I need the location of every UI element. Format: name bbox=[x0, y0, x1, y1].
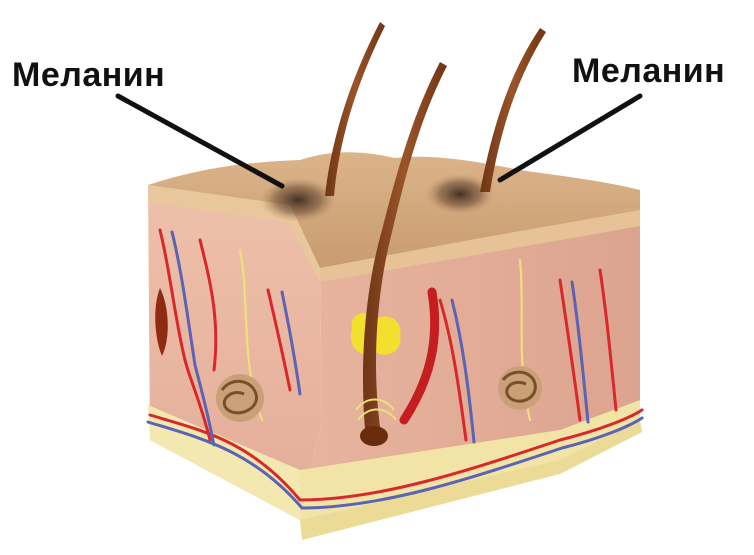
melanin-label-right: Меланин bbox=[572, 52, 725, 91]
melanin-label-left: Меланин bbox=[12, 56, 165, 95]
hair-bulb bbox=[360, 426, 388, 446]
sweat-gland-left bbox=[216, 374, 264, 422]
melanin-spot-left bbox=[260, 178, 336, 222]
sweat-gland-right bbox=[498, 366, 542, 410]
hair-right bbox=[480, 28, 546, 192]
pointer-line-right bbox=[500, 96, 640, 180]
